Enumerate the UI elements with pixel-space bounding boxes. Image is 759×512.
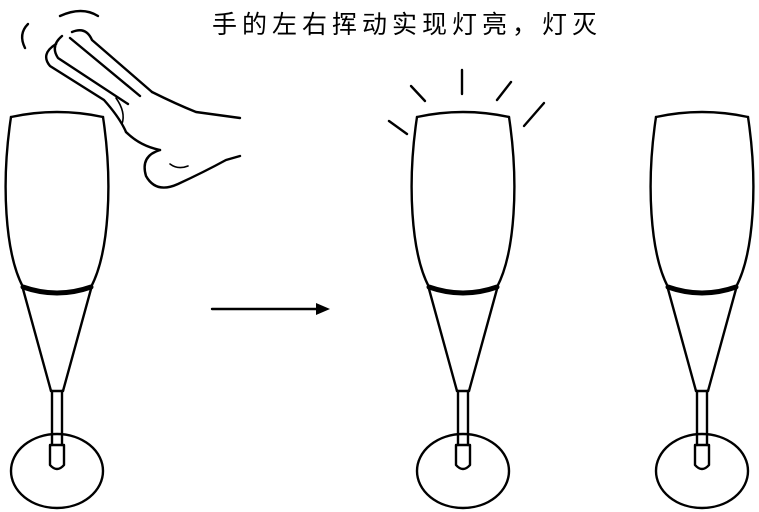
light-rays-icon — [387, 68, 546, 136]
diagram-caption: 手的左右挥动实现灯亮，灯灭 — [212, 10, 603, 39]
lamp-icon — [6, 112, 109, 508]
arrow-icon — [210, 303, 330, 315]
hand-icon — [20, 9, 242, 189]
lamp-icon — [651, 112, 754, 508]
lamp-icon — [412, 112, 515, 508]
